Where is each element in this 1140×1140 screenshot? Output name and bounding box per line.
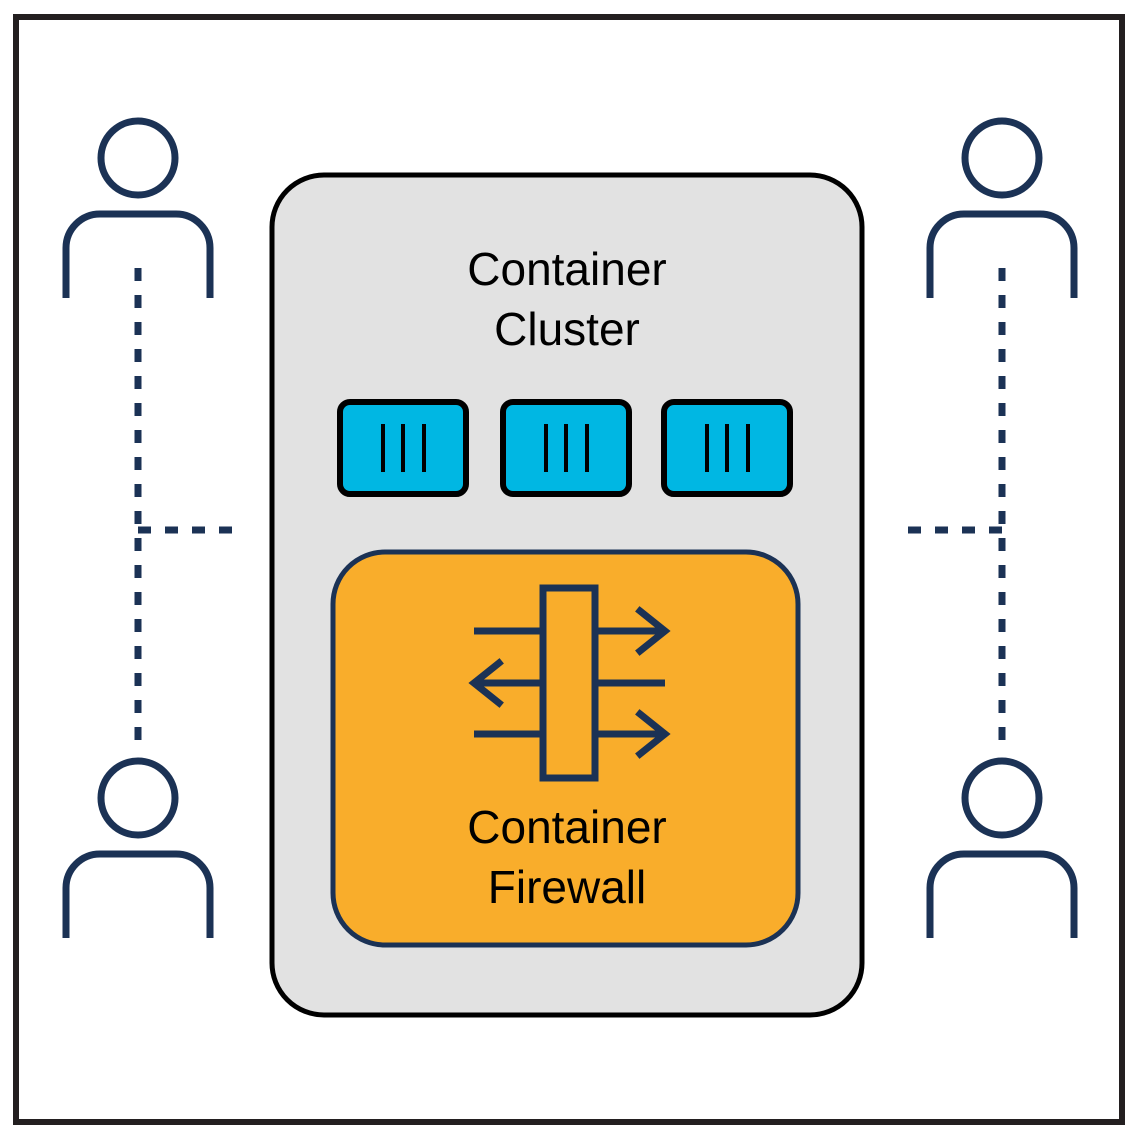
- container-firewall-label-line1: Container: [467, 801, 666, 853]
- user-bottom-left[interactable]: [62, 757, 214, 938]
- user-top-right-body-icon: [926, 210, 1078, 298]
- connectors-group: [134, 268, 1006, 748]
- user-bottom-right[interactable]: [926, 757, 1078, 938]
- user-top-right-head-icon: [961, 117, 1043, 199]
- firewall-icon: [468, 584, 671, 782]
- user-bottom-left-body-icon: [62, 850, 214, 938]
- container-nodes-group: [337, 399, 793, 497]
- container-cluster-label-line2: Cluster: [494, 303, 640, 355]
- container-firewall-label-line2: Firewall: [488, 861, 646, 913]
- user-bottom-left-head-icon: [97, 757, 179, 839]
- user-top-left[interactable]: [62, 117, 214, 298]
- firewall-arrow-inbound-middle-head: [468, 658, 504, 708]
- user-top-left-body-icon: [62, 210, 214, 298]
- container-node-3[interactable]: [661, 399, 793, 497]
- user-top-left-head-icon: [97, 117, 179, 199]
- container-firewall-group[interactable]: Container Firewall: [330, 549, 801, 948]
- firewall-arrow-outbound-bottom-head: [635, 709, 671, 759]
- user-top-right[interactable]: [926, 117, 1078, 298]
- firewall-wall-icon: [539, 584, 599, 782]
- container-node-2[interactable]: [500, 399, 632, 497]
- user-bottom-right-head-icon: [961, 757, 1043, 839]
- users-group: [62, 117, 1078, 938]
- user-bottom-right-body-icon: [926, 850, 1078, 938]
- container-cluster-label-line1: Container: [467, 243, 666, 295]
- firewall-arrow-outbound-top-head: [635, 606, 671, 656]
- container-node-1[interactable]: [337, 399, 469, 497]
